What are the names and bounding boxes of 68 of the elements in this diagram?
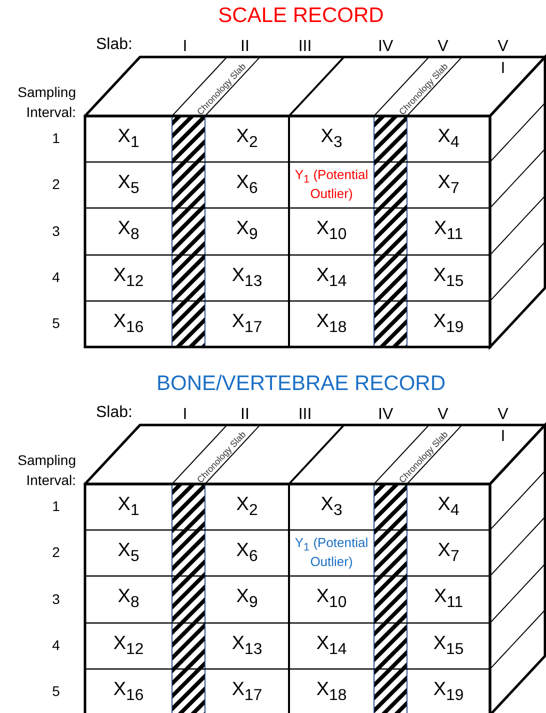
- slab-numeral: I: [182, 37, 188, 57]
- table-cell-text: Y$_{1}$ (Potential Outlier): [294, 534, 370, 572]
- slab-numeral: V: [436, 405, 450, 425]
- table-cell-text: Y$_{1}$ (Potential Outlier): [294, 166, 370, 204]
- table-cell-text: X$_{6}$: [235, 170, 259, 199]
- row-number: 1: [51, 130, 61, 146]
- table-cell-text: X$_{3}$: [320, 492, 344, 521]
- table-cell-text: X$_{11}$: [432, 217, 464, 246]
- axis-label: Slab:: [96, 36, 132, 54]
- section-title: BONE/VERTEBRAE RECORD: [155, 372, 446, 396]
- slab-numeral: III: [298, 405, 312, 425]
- table-cell-text: X$_{1}$: [116, 492, 140, 521]
- table-cell-text: X$_{18}$: [315, 310, 348, 338]
- table-cell-text: X$_{10}$: [315, 217, 348, 246]
- table-cell-text: X$_{12}$: [112, 632, 145, 660]
- row-number: 4: [51, 269, 61, 286]
- table-cell-text: X$_{6}$: [235, 538, 259, 567]
- slab-numeral: III: [298, 37, 312, 57]
- axis-label: Slab:: [96, 404, 132, 422]
- table-cell-text: X$_{7}$: [436, 170, 460, 199]
- slab-numeral: V: [436, 37, 450, 57]
- table-cell-text: X$_{12}$: [112, 264, 145, 292]
- table-cell-text: X$_{3}$: [320, 124, 344, 153]
- table-cell-text: X$_{13}$: [230, 264, 264, 292]
- row-number: 1: [51, 498, 61, 514]
- table-cell-text: X$_{4}$: [436, 492, 460, 521]
- table-cell-text: X$_{4}$: [436, 124, 460, 153]
- table-cell-text: X$_{8}$: [116, 217, 140, 246]
- slab-numeral: I: [182, 405, 188, 425]
- table-cell-text: X$_{2}$: [235, 492, 259, 521]
- table-cell-text: X$_{16}$: [112, 310, 145, 338]
- table-cell-text: X$_{13}$: [230, 632, 264, 660]
- table-cell-text: X$_{14}$: [315, 632, 348, 660]
- table-cell-text: X$_{8}$: [116, 585, 140, 614]
- table-cell-text: X$_{15}$: [432, 632, 465, 660]
- row-number: 3: [51, 222, 61, 239]
- table-cell-text: X$_{17}$: [230, 310, 264, 338]
- table-cell-text: X$_{2}$: [235, 124, 259, 153]
- table-cell-text: X$_{5}$: [116, 538, 140, 567]
- axis-label: Sampling Interval:: [16, 451, 76, 490]
- slab-numeral: IV: [378, 37, 392, 57]
- section-title: SCALE RECORD: [217, 4, 385, 28]
- row-number: 5: [51, 315, 61, 332]
- table-cell-text: X$_{10}$: [315, 585, 348, 614]
- table-cell-text: X$_{17}$: [230, 678, 264, 706]
- table-cell-text: X$_{7}$: [436, 538, 460, 567]
- table-cell-text: X$_{1}$: [116, 124, 140, 153]
- slab-numeral: IV: [378, 405, 392, 425]
- row-number: 2: [51, 544, 61, 560]
- table-cell-text: X$_{19}$: [432, 678, 465, 706]
- table-cell-text: X$_{11}$: [432, 585, 464, 614]
- row-number: 4: [51, 637, 61, 654]
- table-cell-text: X$_{18}$: [315, 678, 348, 706]
- table-cell-text: X$_{19}$: [432, 310, 465, 338]
- slab-numeral: V I: [496, 37, 510, 79]
- table-cell-text: X$_{16}$: [112, 678, 145, 706]
- slab-numeral: II: [240, 405, 250, 425]
- row-number: 2: [51, 176, 61, 192]
- row-number: 5: [51, 683, 61, 700]
- table-cell-text: X$_{15}$: [432, 264, 465, 292]
- table-cell-text: X$_{5}$: [116, 170, 140, 199]
- slab-numeral: II: [240, 37, 250, 57]
- slab-numeral: V I: [496, 405, 510, 447]
- table-cell-text: X$_{9}$: [235, 217, 259, 246]
- row-number: 3: [51, 590, 61, 607]
- axis-label: Sampling Interval:: [16, 83, 76, 122]
- table-cell-text: X$_{9}$: [235, 585, 259, 614]
- table-cell-text: X$_{14}$: [315, 264, 348, 292]
